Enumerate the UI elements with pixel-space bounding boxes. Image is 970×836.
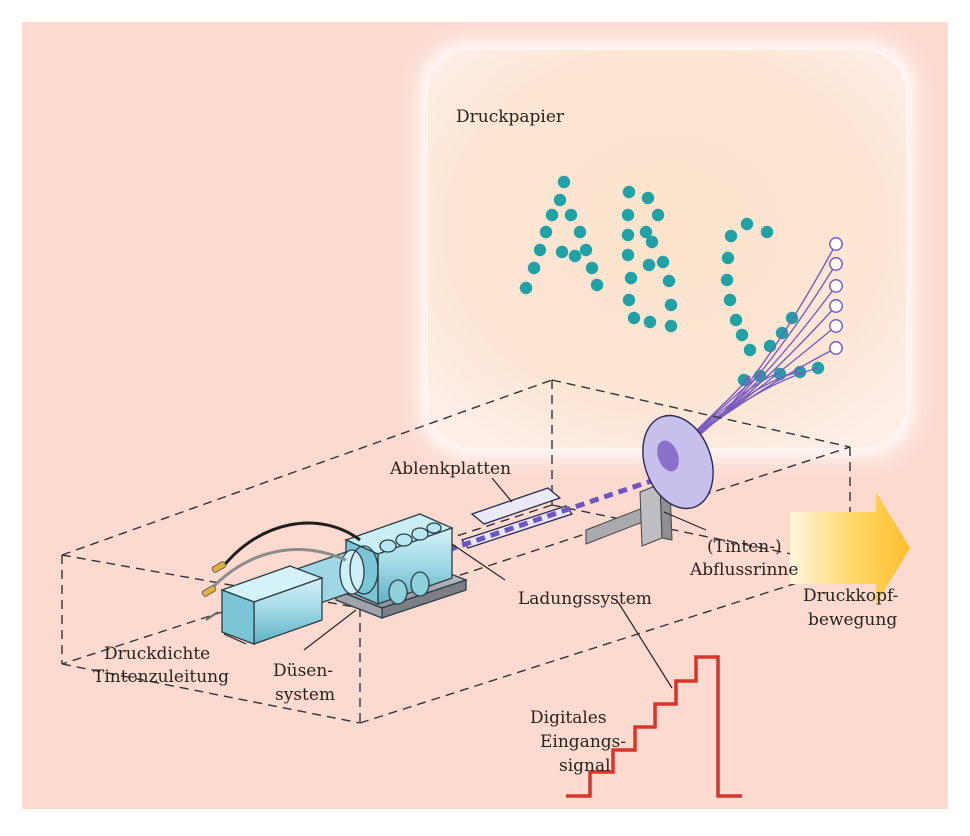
digital-signal-label-line3: signal (559, 756, 611, 776)
droplet-targets (829, 237, 843, 355)
supply-cables (208, 521, 361, 592)
ink-dot (651, 208, 665, 222)
ink-dot (539, 225, 553, 239)
ink-dot (729, 313, 743, 327)
ink-dot (624, 271, 638, 285)
ink-dot (564, 208, 578, 222)
target-ring (829, 279, 843, 293)
guide-disc (642, 414, 714, 510)
deflection-plates-label: Ablenkplatten (389, 459, 511, 479)
ink-dot (740, 217, 754, 231)
print-head-motion-arrow (790, 492, 910, 604)
ink-dot (743, 343, 757, 357)
ink-dot (557, 175, 571, 189)
ink-dot (643, 315, 657, 329)
target-ring (829, 237, 843, 251)
cable-connectors (201, 561, 227, 597)
nozzle-system-label-line2: system (275, 685, 335, 705)
ink-dot (590, 278, 604, 292)
nozzle-system-label-line1: Düsen- (273, 661, 333, 681)
ink-dot (621, 208, 635, 222)
ink-dot (579, 243, 593, 257)
ink-gutter-label-line1: (Tinten-) (707, 537, 782, 557)
ink-dot (723, 293, 737, 307)
target-ring (829, 299, 843, 313)
ink-dot (664, 319, 678, 333)
ink-dot (639, 225, 653, 239)
ink-dot (735, 328, 749, 342)
ink-dot (585, 261, 599, 275)
ink-dot (760, 225, 774, 239)
printed-letters (519, 175, 825, 387)
ink-dot (656, 255, 670, 269)
ink-dot (622, 293, 636, 307)
ink-supply-label-line2: Tintenzuleitung (93, 667, 229, 687)
nozzle-unit (205, 513, 468, 645)
paper-label: Druckpapier (456, 107, 565, 127)
ink-dot (573, 225, 587, 239)
ink-dot (519, 281, 533, 295)
digital-signal-waveform (566, 655, 742, 798)
print-head-motion-label-line2: bewegung (808, 610, 897, 630)
ink-dot (545, 208, 559, 222)
ink-dot (645, 235, 659, 249)
charging-system-label: Ladungssystem (518, 589, 652, 609)
ink-dot (527, 261, 541, 275)
ink-dot (724, 229, 738, 243)
ink-gutter-label-line2: Abflussrinne (689, 560, 798, 580)
digital-signal-label-line2: Eingangs- (540, 732, 626, 752)
ink-dot (553, 193, 567, 207)
print-paper (418, 40, 916, 458)
ink-dot (721, 251, 735, 265)
digital-signal-label-line1: Digitales (530, 708, 607, 728)
ink-dot (720, 273, 734, 287)
target-ring (829, 257, 843, 271)
ink-dot (568, 249, 582, 263)
target-ring (829, 341, 843, 355)
ink-dot (642, 258, 656, 272)
ink-dot (621, 228, 635, 242)
ink-dot (627, 311, 641, 325)
ink-dot (533, 243, 547, 257)
print-head-motion-label-line1: Druckkopf- (803, 586, 898, 606)
ink-dot (555, 245, 569, 259)
target-ring (829, 319, 843, 333)
leader-lines (223, 477, 707, 689)
ink-dot (621, 248, 635, 262)
droplet-stream (447, 475, 661, 553)
ink-dot (622, 185, 636, 199)
ink-dot (641, 191, 655, 205)
ink-supply-label-line1: Druckdichte (104, 644, 210, 664)
ink-dot (662, 274, 676, 288)
ink-dot (664, 298, 678, 312)
